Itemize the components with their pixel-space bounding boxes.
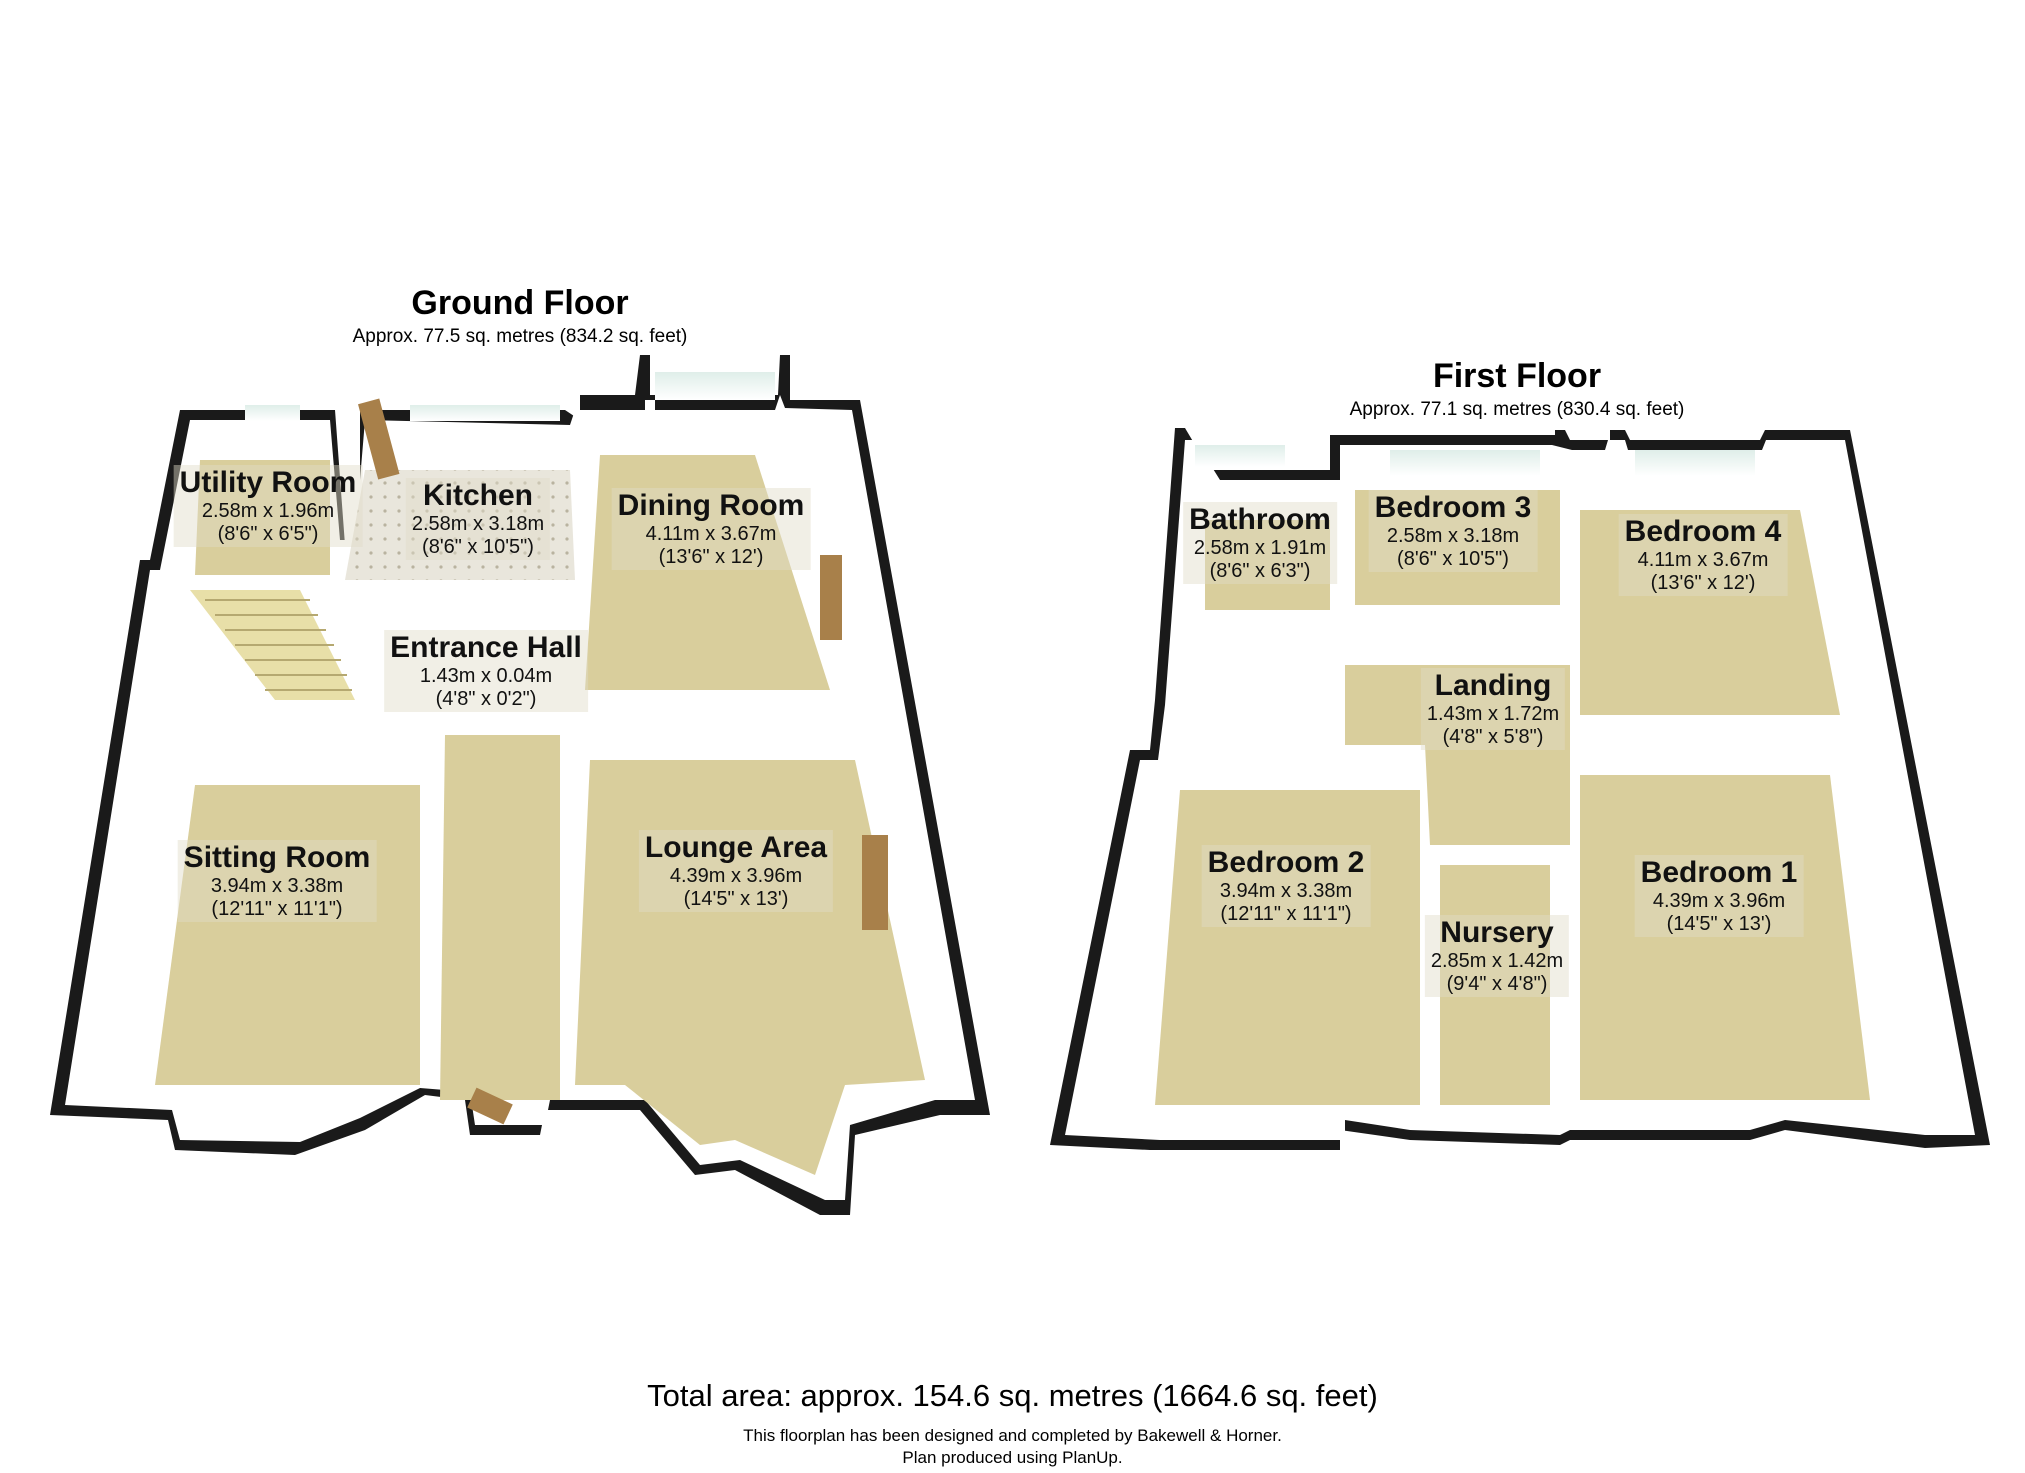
credit-line-1: This floorplan has been designed and com… <box>743 1426 1282 1445</box>
window-dining <box>655 372 775 400</box>
room-dimensions-metric: 4.39m x 3.96m <box>669 864 803 887</box>
room-dimensions-metric: 1.43m x 0.04m <box>419 664 553 687</box>
room-dimensions-imperial: (9'4" x 4'8") <box>1446 972 1548 995</box>
room-label-bedroom-2: Bedroom 2 3.94m x 3.38m (12'11" x 11'1") <box>1201 845 1371 927</box>
room-name: Landing <box>1434 669 1552 702</box>
sitting-room-floor <box>155 785 420 1085</box>
first-floor-area: Approx. 77.1 sq. metres (830.4 sq. feet) <box>1349 399 1685 420</box>
room-dimensions-imperial: (13'6" x 12') <box>1650 571 1756 594</box>
room-dimensions-imperial: (4'8" x 5'8") <box>1442 725 1544 748</box>
room-dimensions-metric: 1.43m x 1.72m <box>1426 702 1560 725</box>
room-label-dining-room: Dining Room 4.11m x 3.67m (13'6" x 12') <box>611 488 811 570</box>
dining-room-floor <box>585 455 830 690</box>
room-name: Bedroom 1 <box>1640 856 1798 889</box>
room-name: Bedroom 3 <box>1374 491 1532 524</box>
room-label-sitting-room: Sitting Room 3.94m x 3.38m (12'11" x 11'… <box>177 840 377 922</box>
bedroom-2-floor <box>1155 790 1420 1105</box>
room-dimensions-metric: 4.39m x 3.96m <box>1652 889 1786 912</box>
room-name: Entrance Hall <box>390 631 582 664</box>
room-dimensions-imperial: (14'5" x 13') <box>1666 912 1772 935</box>
room-dimensions-imperial: (12'11" x 11'1") <box>211 897 343 920</box>
room-name: Lounge Area <box>644 831 828 864</box>
room-dimensions-imperial: (14'5" x 13') <box>683 887 789 910</box>
room-name: Bedroom 4 <box>1624 515 1782 548</box>
utility-room-floor <box>195 460 330 575</box>
room-dimensions-metric: 2.58m x 1.91m <box>1193 536 1327 559</box>
window-kitchen <box>410 405 560 421</box>
room-label-bedroom-1: Bedroom 1 4.39m x 3.96m (14'5" x 13') <box>1634 855 1804 937</box>
room-dimensions-metric: 2.58m x 1.96m <box>201 499 335 522</box>
room-label-utility-room: Utility Room 2.58m x 1.96m (8'6" x 6'5") <box>173 465 363 547</box>
room-label-landing: Landing 1.43m x 1.72m (4'8" x 5'8") <box>1420 668 1566 750</box>
window-bedroom-4 <box>1635 450 1755 476</box>
bathroom-floor <box>1205 520 1330 610</box>
kitchen-floor <box>345 470 575 580</box>
ground-floor-title: Ground Floor <box>411 284 629 322</box>
bedroom-4-floor <box>1580 510 1840 715</box>
lounge-area-floor <box>575 760 925 1175</box>
front-door <box>467 1087 513 1125</box>
window-utility <box>245 405 300 421</box>
bedroom-1-floor <box>1580 775 1870 1100</box>
room-name: Utility Room <box>179 466 357 499</box>
ground-floor-plan <box>50 355 990 1215</box>
room-name: Dining Room <box>617 489 805 522</box>
room-label-bathroom: Bathroom 2.58m x 1.91m (8'6" x 6'3") <box>1183 502 1337 584</box>
room-dimensions-imperial: (8'6" x 6'3") <box>1209 559 1311 582</box>
room-label-entrance-hall: Entrance Hall 1.43m x 0.04m (4'8" x 0'2"… <box>384 630 588 712</box>
room-dimensions-imperial: (13'6" x 12') <box>658 545 764 568</box>
credit-line-2: Plan produced using PlanUp. <box>902 1448 1123 1467</box>
fireplace-lounge <box>862 835 888 930</box>
room-dimensions-metric: 3.94m x 3.38m <box>1219 879 1353 902</box>
room-dimensions-imperial: (4'8" x 0'2") <box>435 687 537 710</box>
room-dimensions-imperial: (8'6" x 6'5") <box>217 522 319 545</box>
first-floor-plan <box>1050 428 1990 1150</box>
room-name: Sitting Room <box>183 841 371 874</box>
window-bathroom <box>1195 445 1285 467</box>
staircase <box>190 590 355 700</box>
room-name: Nursery <box>1440 916 1554 949</box>
landing-floor <box>1345 665 1570 845</box>
room-dimensions-metric: 2.85m x 1.42m <box>1430 949 1564 972</box>
first-floor-title: First Floor <box>1432 357 1602 395</box>
room-dimensions-imperial: (8'6" x 10'5") <box>422 535 534 558</box>
room-label-bedroom-3: Bedroom 3 2.58m x 3.18m (8'6" x 10'5") <box>1368 490 1538 572</box>
room-dimensions-metric: 3.94m x 3.38m <box>210 874 344 897</box>
fireplace-dining <box>820 555 842 640</box>
nursery-floor <box>1440 865 1550 1105</box>
bedroom-3-floor <box>1355 490 1560 605</box>
window-bedroom-3 <box>1390 450 1540 476</box>
room-name: Kitchen <box>422 479 534 512</box>
total-area: Total area: approx. 154.6 sq. metres (16… <box>647 1378 1378 1413</box>
entrance-hall-floor <box>440 735 560 1100</box>
room-label-lounge-area: Lounge Area 4.39m x 3.96m (14'5" x 13') <box>638 830 834 912</box>
ground-floor-area: Approx. 77.5 sq. metres (834.2 sq. feet) <box>352 326 688 347</box>
room-label-kitchen: Kitchen 2.58m x 3.18m (8'6" x 10'5") <box>405 478 551 560</box>
room-dimensions-imperial: (8'6" x 10'5") <box>1397 547 1509 570</box>
room-name: Bathroom <box>1189 503 1331 536</box>
room-label-nursery: Nursery 2.85m x 1.42m (9'4" x 4'8") <box>1424 915 1570 997</box>
kitchen-back-door <box>358 398 400 480</box>
room-dimensions-metric: 2.58m x 3.18m <box>411 512 545 535</box>
room-dimensions-metric: 4.11m x 3.67m <box>1637 548 1769 571</box>
room-dimensions-metric: 2.58m x 3.18m <box>1386 524 1520 547</box>
room-dimensions-imperial: (12'11" x 11'1") <box>1220 902 1352 925</box>
room-name: Bedroom 2 <box>1207 846 1365 879</box>
room-label-bedroom-4: Bedroom 4 4.11m x 3.67m (13'6" x 12') <box>1618 514 1788 596</box>
room-dimensions-metric: 4.11m x 3.67m <box>645 522 777 545</box>
